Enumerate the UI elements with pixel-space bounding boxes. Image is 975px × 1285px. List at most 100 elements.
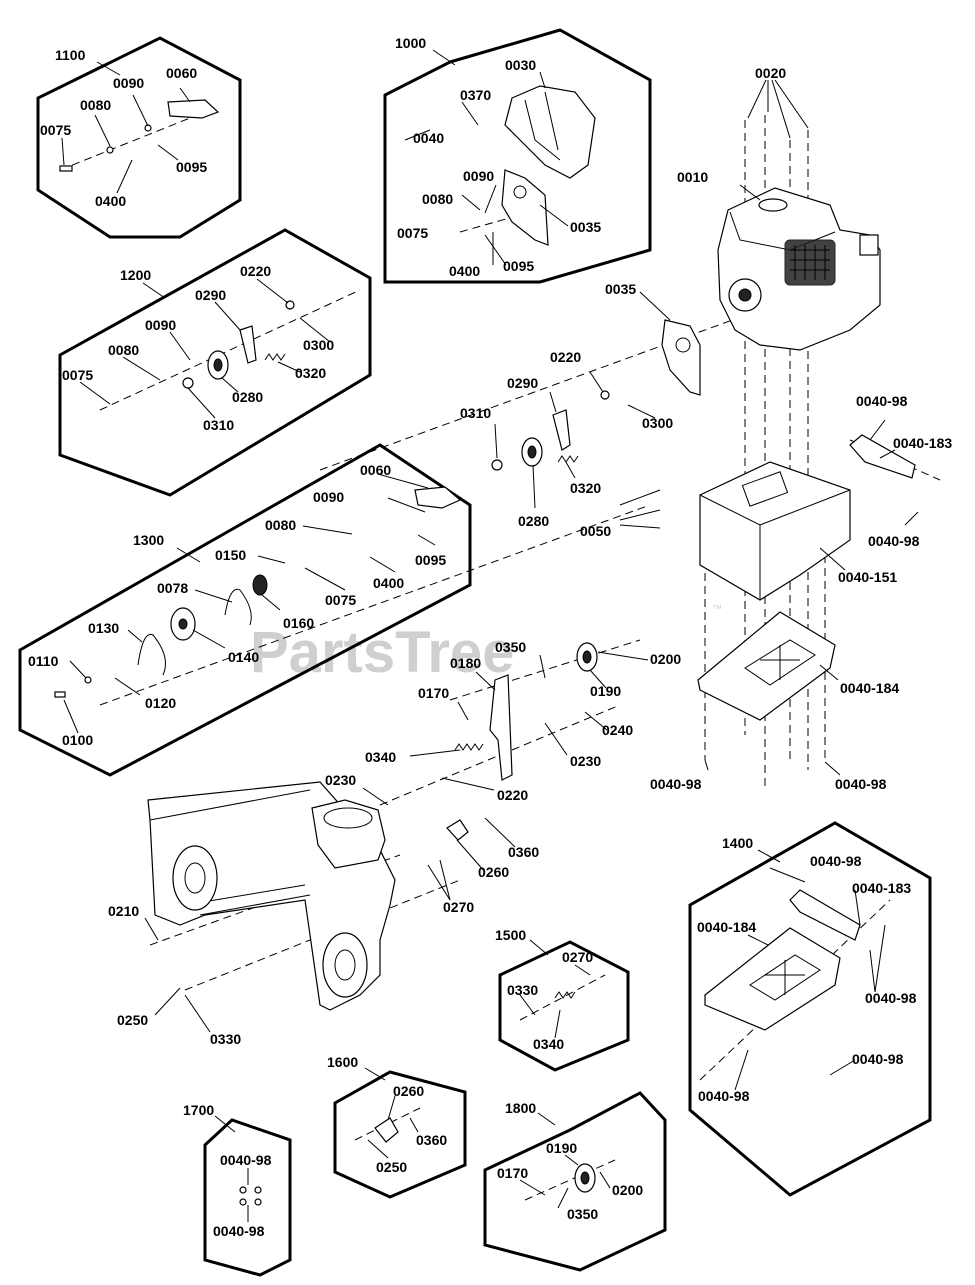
part-label: 0210 <box>108 903 139 919</box>
part-label: 0300 <box>303 337 334 353</box>
part-label: 0190 <box>546 1140 577 1156</box>
part-label: 0040-98 <box>868 533 920 549</box>
bracket-0180-drawing <box>489 674 513 781</box>
group-label-1300: 1300 <box>133 532 164 548</box>
part-label: 0160 <box>283 615 314 631</box>
bracket-0040-183-1400-drawing <box>789 889 861 941</box>
part-label: 0240 <box>602 722 633 738</box>
group-label-1000: 1000 <box>395 35 426 51</box>
part-label: 0280 <box>232 389 263 405</box>
part-label: 0290 <box>507 375 538 391</box>
part-label: 0090 <box>463 168 494 184</box>
belt-0130-drawing <box>137 633 166 676</box>
auger-housing-drawing <box>147 781 396 1011</box>
part-label: 0260 <box>393 1083 424 1099</box>
group-1000-axis <box>459 214 521 233</box>
gear-0160-drawing <box>252 574 268 596</box>
part-label: 0090 <box>113 75 144 91</box>
part-label: 0040-151 <box>838 569 897 585</box>
group-label-1400: 1400 <box>722 835 753 851</box>
engine-drawing <box>717 187 881 351</box>
part-label: 0220 <box>550 349 581 365</box>
group-1400-outline <box>688 821 932 1197</box>
part-label: 0040 <box>413 130 444 146</box>
group-1500-outline <box>498 940 630 1072</box>
leader-lines <box>61 49 919 1222</box>
bracket-0035-main-drawing <box>661 319 701 396</box>
part-label: 0040-98 <box>698 1088 750 1104</box>
part-label: 0340 <box>533 1036 564 1052</box>
group-1200-outline <box>58 228 372 497</box>
part-label: 0040-183 <box>852 880 911 896</box>
group-1800-outline <box>483 1091 667 1272</box>
group-label-1700: 1700 <box>183 1102 214 1118</box>
watermark-trademark: ™ <box>712 604 722 615</box>
part-label: 0350 <box>567 1206 598 1222</box>
part-label: 0300 <box>642 415 673 431</box>
group-label-1600: 1600 <box>327 1054 358 1070</box>
part-label: 0035 <box>605 281 636 297</box>
part-label: 0100 <box>62 732 93 748</box>
part-label: 0040-98 <box>852 1051 904 1067</box>
part-label: 0080 <box>265 517 296 533</box>
main-axis-middle <box>99 504 651 706</box>
part-label: 0095 <box>176 159 207 175</box>
bracket-0060-1100-drawing <box>167 99 220 119</box>
bracket-0260-drawing <box>446 819 469 841</box>
part-label: 0080 <box>422 191 453 207</box>
part-label: 0330 <box>210 1031 241 1047</box>
part-label: 0035 <box>570 219 601 235</box>
bracket-0260-1600-drawing <box>374 1117 399 1143</box>
group-1100-outline <box>36 36 242 239</box>
part-label: 0050 <box>580 523 611 539</box>
part-label: 0320 <box>570 480 601 496</box>
part-label: 0330 <box>507 982 538 998</box>
part-label: 0075 <box>325 592 356 608</box>
part-label: 0360 <box>508 844 539 860</box>
part-label: 0040-183 <box>893 435 952 451</box>
part-label: 0040-98 <box>856 393 908 409</box>
spring-0340-drawing <box>454 743 484 751</box>
part-label: 0010 <box>677 169 708 185</box>
part-label: 0320 <box>295 365 326 381</box>
bracket-0060-1300-drawing <box>414 486 462 509</box>
part-label: 0060 <box>166 65 197 81</box>
part-label: 0140 <box>228 649 259 665</box>
part-label: 0220 <box>240 263 271 279</box>
plate-0040-184-drawing <box>697 611 836 721</box>
part-label: 0340 <box>365 749 396 765</box>
part-label: 0310 <box>203 417 234 433</box>
part-label: 0200 <box>650 651 681 667</box>
part-label: 0280 <box>518 513 549 529</box>
bracket-0035-group-drawing <box>501 169 549 246</box>
part-label: 0400 <box>373 575 404 591</box>
part-label: 0078 <box>157 580 188 596</box>
part-label: 0040-98 <box>835 776 887 792</box>
part-label: 0350 <box>495 639 526 655</box>
idler-arm-1200-drawing <box>239 325 257 364</box>
part-label: 0080 <box>80 97 111 113</box>
part-label: 0270 <box>443 899 474 915</box>
spring-1500-drawing <box>554 991 576 999</box>
part-label: 0020 <box>755 65 786 81</box>
part-label: 0290 <box>195 287 226 303</box>
group-label-1100: 1100 <box>55 47 86 63</box>
part-label: 0180 <box>450 655 481 671</box>
part-label: 0040-98 <box>865 990 917 1006</box>
part-label: 0095 <box>415 552 446 568</box>
part-label: 0060 <box>360 462 391 478</box>
group-1000-outline <box>383 28 652 284</box>
part-label: 0030 <box>505 57 536 73</box>
part-label: 0090 <box>145 317 176 333</box>
part-label: 0150 <box>215 547 246 563</box>
part-label: 0230 <box>570 753 601 769</box>
part-label: 0130 <box>88 620 119 636</box>
part-label: 0075 <box>397 225 428 241</box>
belt-0078-drawing <box>224 588 252 626</box>
part-label: 0190 <box>590 683 621 699</box>
part-label: 0200 <box>612 1182 643 1198</box>
part-label: 0220 <box>497 787 528 803</box>
group-1500-axis <box>519 974 606 1021</box>
part-label: 0370 <box>460 87 491 103</box>
